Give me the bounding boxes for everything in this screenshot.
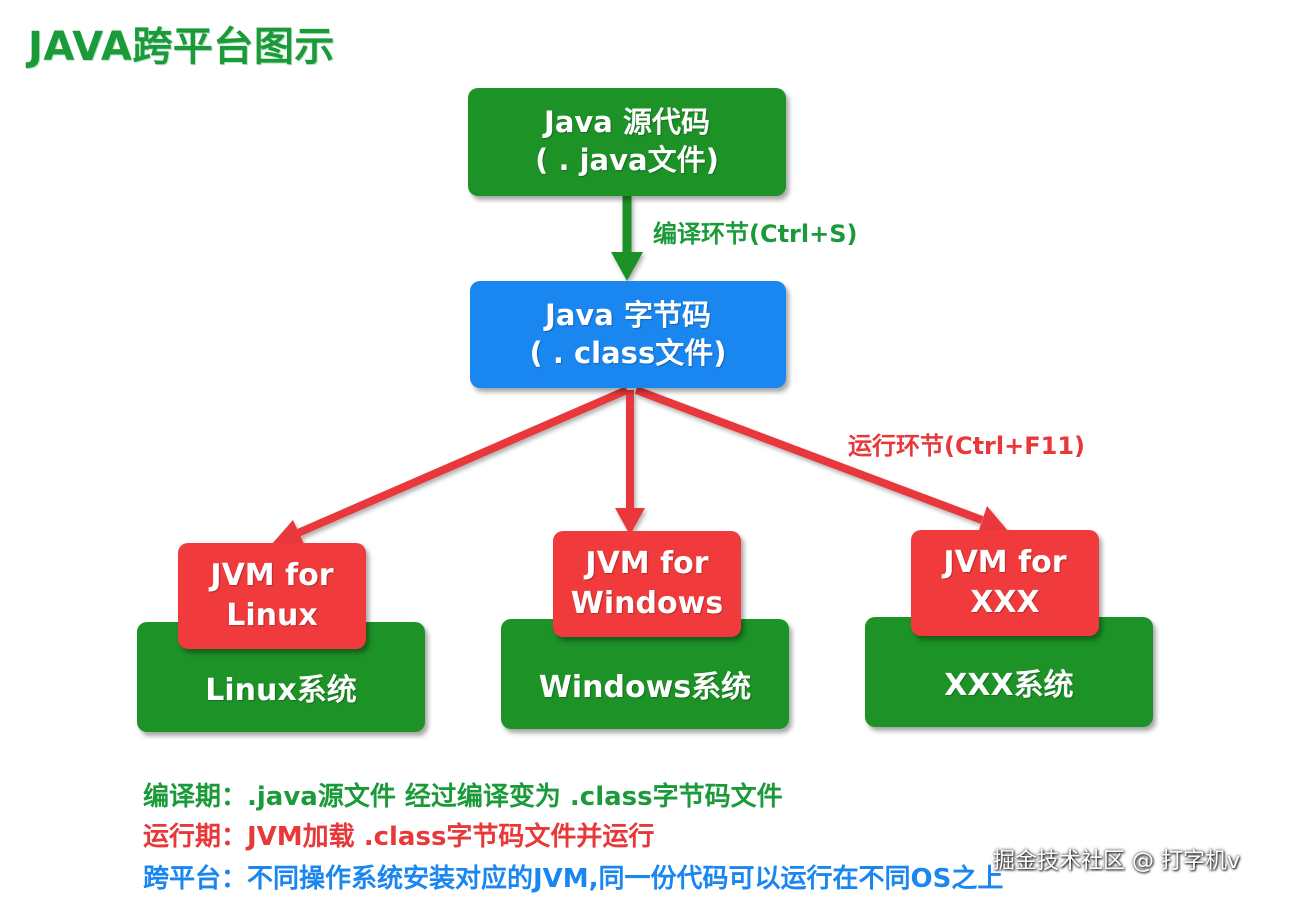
run-period-note: 运行期：JVM加载 .class字节码文件并运行 bbox=[143, 822, 655, 852]
run-arrow-linux bbox=[271, 386, 629, 546]
watermark: 掘金技术社区 @ 打字机v bbox=[993, 849, 1241, 874]
run-arrow-windows bbox=[615, 390, 645, 535]
jvm-windows-box: JVM for Windows bbox=[553, 531, 741, 637]
jvm-xxx-box: JVM for XXX bbox=[911, 530, 1099, 636]
java-bytecode-title: Java 字节码 bbox=[545, 297, 711, 332]
java-bytecode-box: Java 字节码 ( . class文件) bbox=[470, 281, 786, 388]
jvm-xxx-line2: XXX bbox=[970, 585, 1040, 620]
java-source-box: Java 源代码 ( . java文件) bbox=[468, 88, 786, 196]
run-step-label: 运行环节(Ctrl+F11) bbox=[848, 432, 1085, 460]
jvm-linux-line1: JVM for bbox=[210, 557, 334, 593]
run-arrow-xxx bbox=[634, 386, 1008, 533]
windows-os-label: Windows系统 bbox=[538, 670, 752, 705]
java-source-ext: ( . java文件) bbox=[535, 143, 719, 177]
linux-os-label: Linux系统 bbox=[205, 673, 357, 708]
jvm-linux-line2: Linux bbox=[226, 598, 318, 633]
compile-arrow bbox=[611, 196, 643, 281]
jvm-windows-line2: Windows bbox=[570, 586, 724, 621]
compile-step-label: 编译环节(Ctrl+S) bbox=[653, 220, 858, 248]
diagram-title: JAVA跨平台图示 bbox=[28, 24, 335, 70]
compile-period-note: 编译期：.java源文件 经过编译变为 .class字节码文件 bbox=[143, 782, 783, 812]
java-bytecode-ext: ( . class文件) bbox=[529, 335, 727, 370]
jvm-linux-box: JVM for Linux bbox=[178, 543, 366, 649]
xxx-os-label: XXX系统 bbox=[944, 668, 1074, 703]
jvm-xxx-line1: JVM for bbox=[943, 544, 1067, 580]
java-source-title: Java 源代码 bbox=[544, 105, 710, 140]
jvm-windows-line1: JVM for bbox=[585, 545, 709, 581]
cross-platform-note: 跨平台：不同操作系统安装对应的JVM,同一份代码可以运行在不同OS之上 bbox=[143, 864, 1004, 894]
windows-os-box: Windows系统 bbox=[501, 619, 789, 729]
